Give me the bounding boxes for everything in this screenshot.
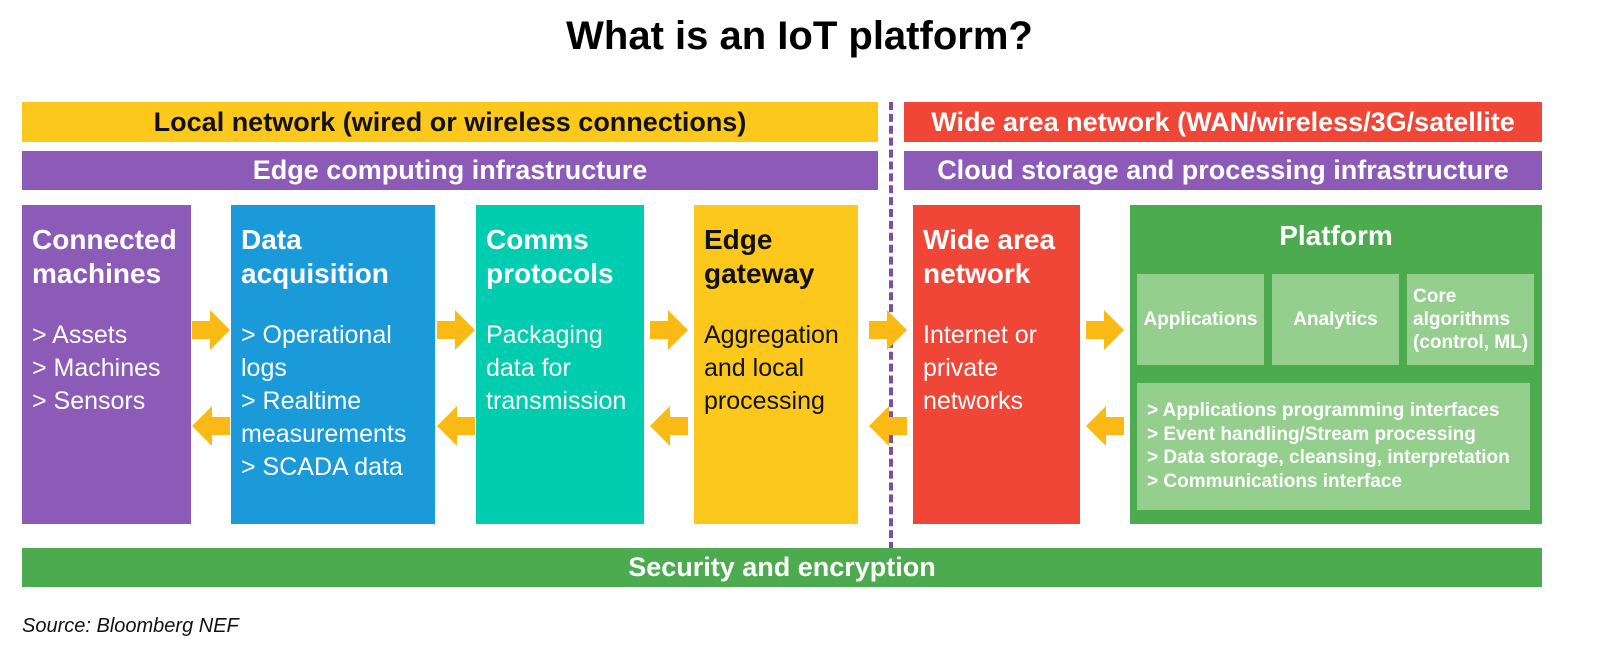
connected-machines-heading: Connected machines — [32, 224, 177, 289]
arrow-left-icon — [1086, 406, 1124, 446]
cloud-infrastructure-band: Cloud storage and processing infrastruct… — [904, 151, 1542, 190]
platform-title: Platform — [1279, 220, 1393, 251]
edge-gateway-body: Aggregation and local processing — [704, 321, 839, 415]
wide-area-network-heading: Wide area network — [923, 224, 1056, 289]
data-acquisition-heading: Data acquisition — [241, 224, 389, 289]
wide-area-network-box: Wide area network Internet or private ne… — [913, 205, 1080, 524]
platform-services-box: > Applications programming interfaces > … — [1137, 383, 1530, 510]
data-acquisition-body: > Operational logs > Realtime measuremen… — [241, 321, 407, 481]
comms-protocols-heading: Comms protocols — [486, 224, 614, 289]
wide-area-network-body: Internet or private networks — [923, 321, 1037, 415]
arrow-left-icon — [192, 406, 230, 446]
arrow-right-icon — [437, 310, 475, 350]
edge-gateway-box: Edge gateway Aggregation and local proce… — [694, 205, 858, 524]
applications-tile: Applications — [1137, 274, 1264, 365]
arrow-right-icon — [869, 310, 907, 350]
arrow-right-icon — [650, 310, 688, 350]
comms-protocols-box: Comms protocols Packaging data for trans… — [476, 205, 644, 524]
local-network-band: Local network (wired or wireless connect… — [22, 102, 878, 142]
arrow-left-icon — [869, 406, 907, 446]
service-item: > Applications programming interfaces — [1147, 400, 1500, 421]
security-band: Security and encryption — [22, 548, 1542, 587]
connected-machines-box: Connected machines > Assets > Machines >… — [22, 205, 191, 524]
data-acquisition-box: Data acquisition > Operational logs > Re… — [231, 205, 435, 524]
diagram-title: What is an IoT platform? — [566, 14, 1033, 58]
service-item: > Data storage, cleansing, interpretatio… — [1147, 447, 1510, 468]
arrow-right-icon — [192, 310, 230, 350]
arrow-right-icon — [1086, 310, 1124, 350]
comms-protocols-body: Packaging data for transmission — [486, 321, 627, 415]
arrow-left-icon — [437, 406, 475, 446]
edge-gateway-heading: Edge gateway — [704, 224, 815, 289]
service-item: > Communications interface — [1147, 470, 1402, 492]
analytics-tile: Analytics — [1272, 274, 1399, 365]
edge-infrastructure-band: Edge computing infrastructure — [22, 151, 878, 190]
wide-area-network-band: Wide area network (WAN/wireless/3G/satel… — [904, 102, 1542, 142]
source-note: Source: Bloomberg NEF — [22, 615, 239, 637]
core-algorithms-tile: Core algorithms (control, ML) — [1407, 274, 1534, 365]
service-item: > Event handling/Stream processing — [1147, 423, 1476, 445]
arrow-left-icon — [650, 406, 688, 446]
connected-machines-body: > Assets > Machines > Sensors — [32, 321, 161, 415]
